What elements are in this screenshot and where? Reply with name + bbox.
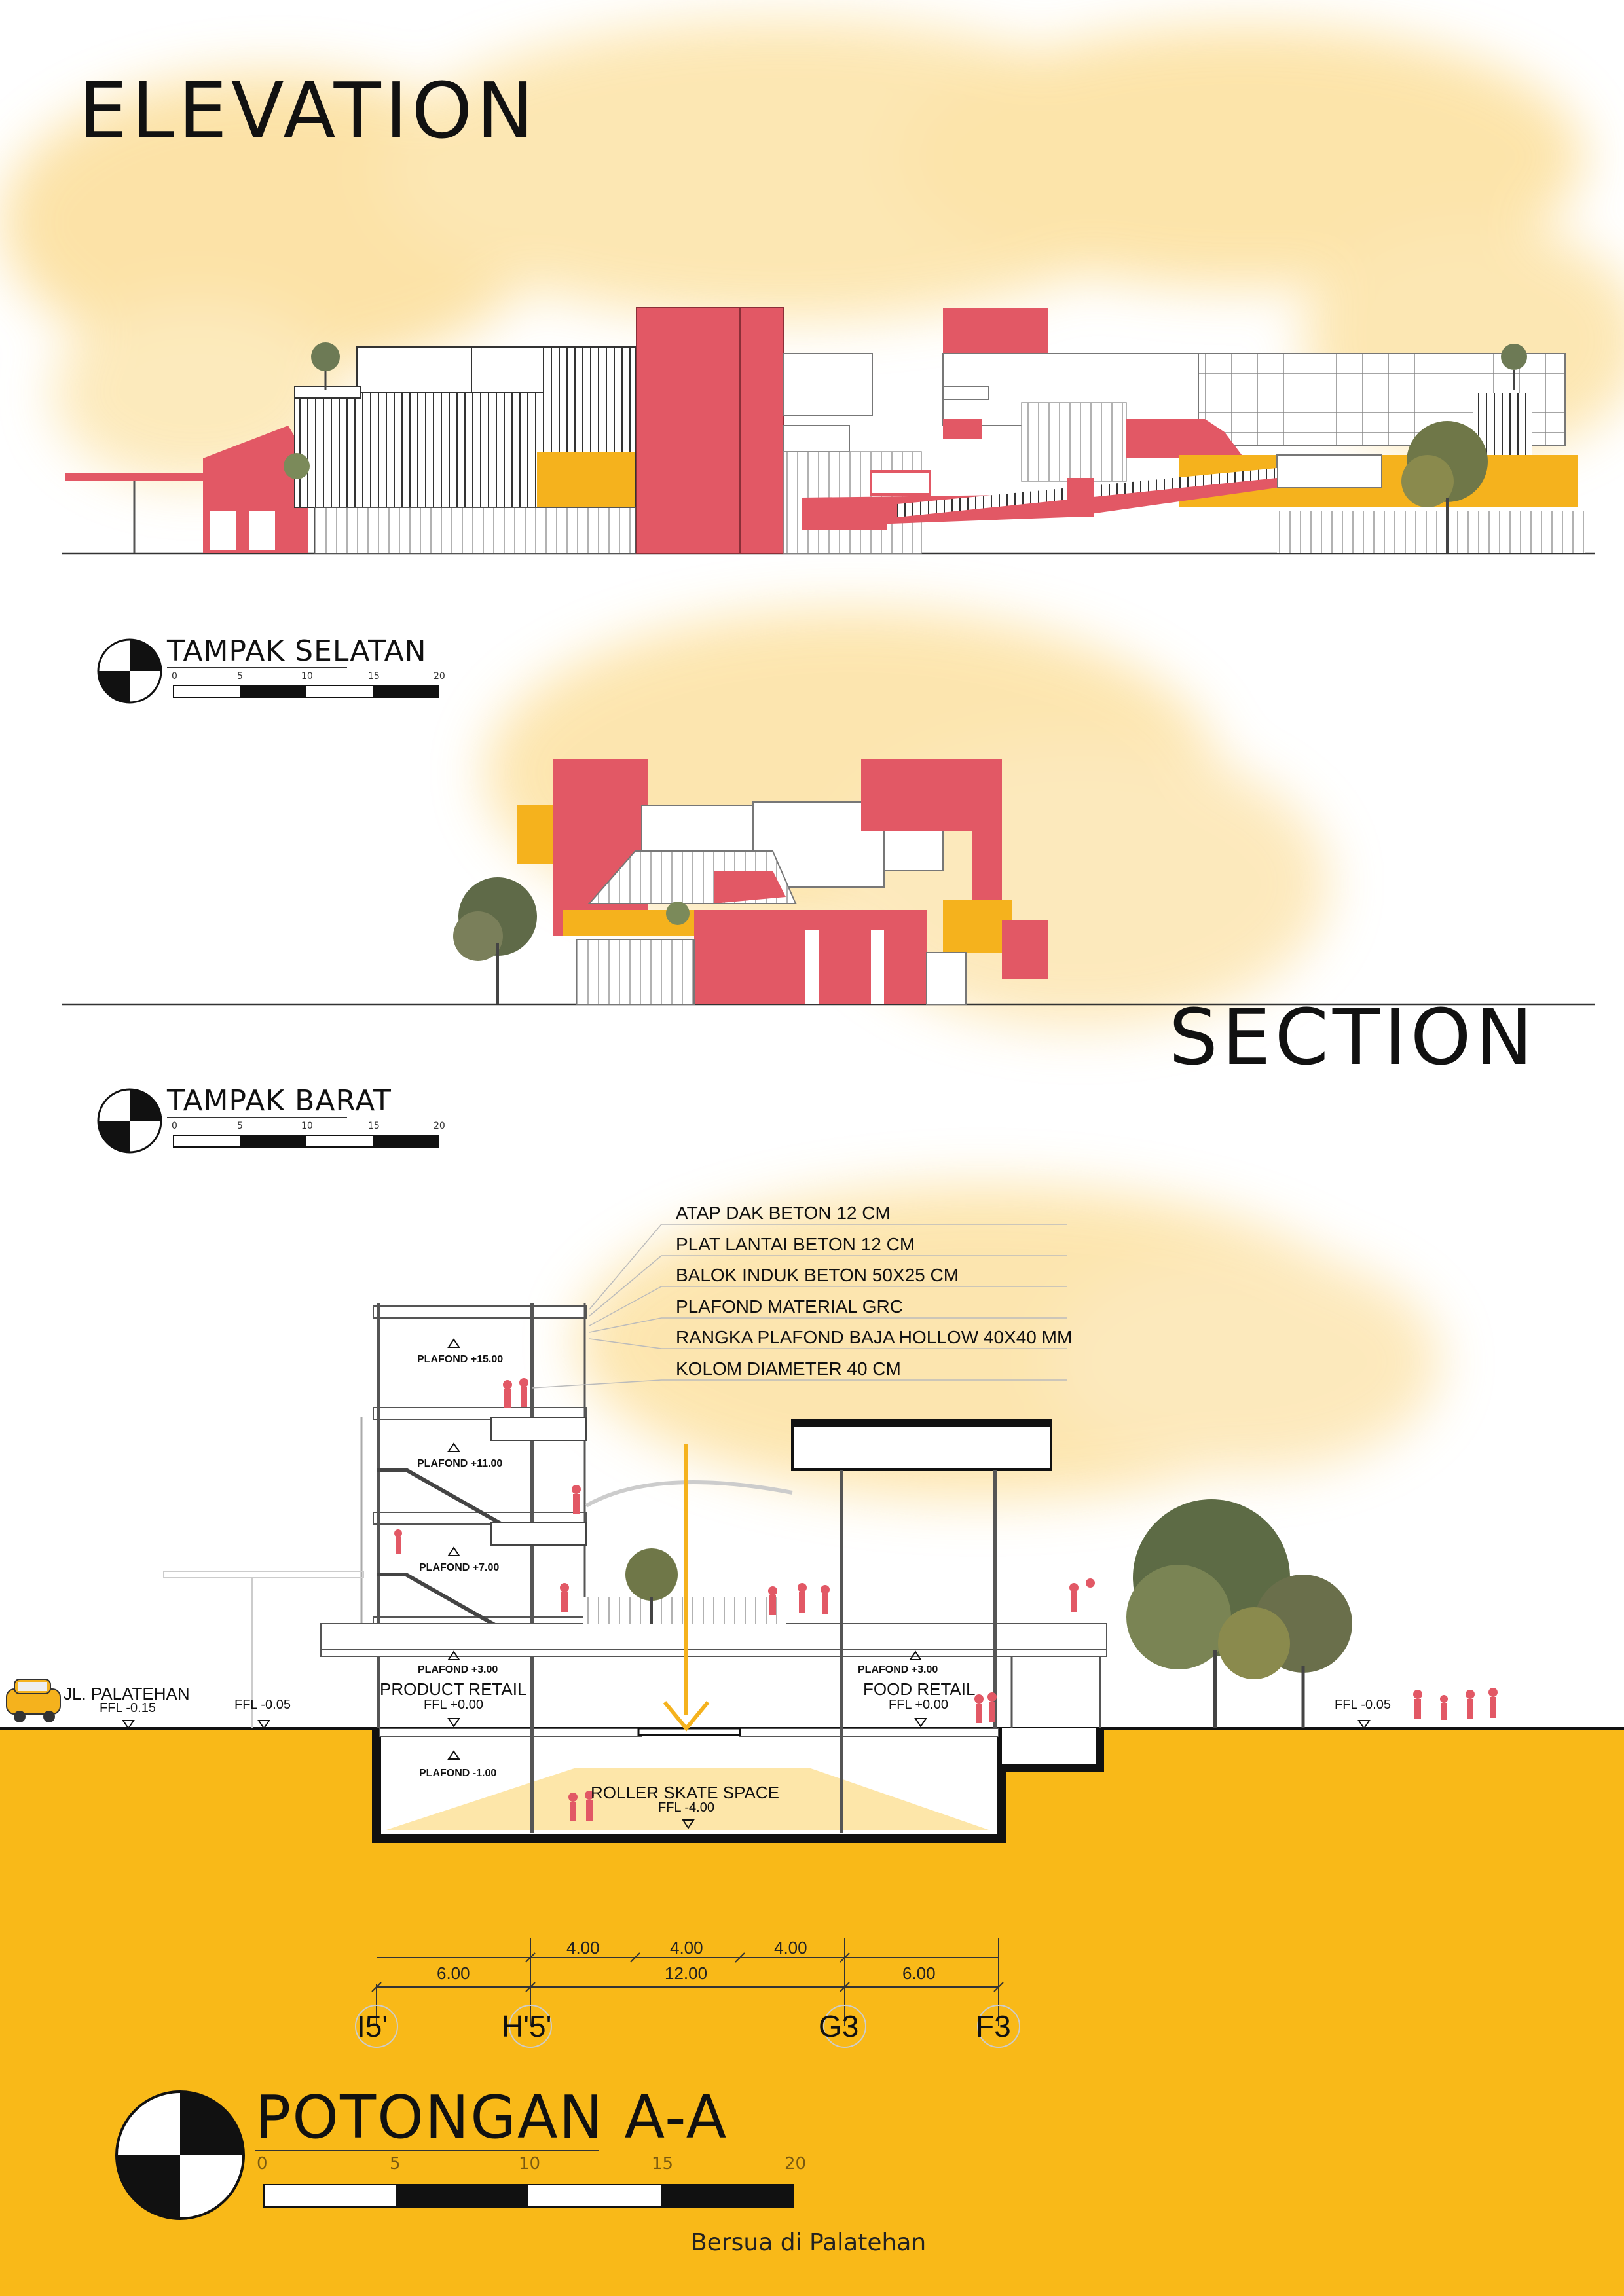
floor-level: FFL -0.05	[234, 1698, 291, 1712]
dimension-label: 4.00	[670, 1938, 703, 1958]
scale-bar-section	[115, 2090, 794, 2220]
room-label: ROLLER SKATE SPACE	[591, 1783, 780, 1802]
material-note: KOLOM DIAMETER 40 CM	[676, 1358, 901, 1379]
dimension-label: 4.00	[566, 1938, 600, 1958]
material-note: RANGKA PLAFOND BAJA HOLLOW 40X40 MM	[676, 1327, 1073, 1347]
grid-axis-label: G3	[819, 2009, 859, 2043]
west-elevation	[62, 759, 1595, 1006]
scale-label: 0	[172, 671, 177, 682]
dimension-lines	[355, 1938, 1020, 2048]
west-elevation-title: TAMPAK BARAT	[167, 1084, 392, 1118]
scale-label: 10	[301, 1121, 313, 1131]
grid-axis-label: I5'	[357, 2009, 388, 2043]
dimension-label: 6.00	[437, 1963, 470, 1983]
scale-label: 20	[434, 671, 445, 682]
floor-level: FFL -0.15	[100, 1701, 156, 1715]
floor-level: FFL -4.00	[658, 1800, 714, 1815]
haze-cloud-top	[0, 20, 1624, 484]
level-label: PLAFOND -1.00	[419, 1768, 497, 1779]
level-label: PLAFOND +7.00	[419, 1562, 500, 1573]
car-icon	[6, 1679, 61, 1722]
elevation-heading: ELEVATION	[79, 65, 538, 156]
south-elevation-title: TAMPAK SELATAN	[167, 634, 427, 668]
scale-label: 15	[368, 671, 380, 682]
street-label: JL. PALATEHAN	[64, 1684, 190, 1704]
footer-caption: Bersua di Palatehan	[691, 2229, 927, 2256]
floor-level: FFL -0.05	[1335, 1698, 1391, 1712]
material-note: PLAFOND MATERIAL GRC	[676, 1296, 903, 1317]
material-note: PLAT LANTAI BETON 12 CM	[676, 1234, 915, 1254]
floor-level: FFL +0.00	[424, 1698, 483, 1712]
level-label: PLAFOND +15.00	[417, 1354, 504, 1365]
scale-bar-south	[97, 638, 439, 704]
section-drawing	[6, 1224, 1498, 1843]
dimension-label: 12.00	[665, 1963, 708, 1983]
scale-label: 15	[652, 2154, 674, 2174]
scale-label: 20	[434, 1121, 445, 1131]
level-label: PLAFOND +11.00	[417, 1458, 503, 1469]
material-note: BALOK INDUK BETON 50X25 CM	[676, 1265, 959, 1285]
scale-bar-west	[97, 1088, 439, 1154]
level-label: PLAFOND +3.00	[418, 1664, 498, 1675]
scale-label: 5	[390, 2154, 401, 2174]
floor-level: FFL +0.00	[889, 1698, 948, 1712]
room-label: FOOD RETAIL	[863, 1679, 976, 1699]
level-label: PLAFOND +3.00	[858, 1664, 938, 1675]
section-heading: SECTION	[1169, 992, 1537, 1082]
grid-axis-label: H'5'	[502, 2009, 552, 2043]
scale-label: 10	[519, 2154, 541, 2174]
scale-label: 5	[237, 671, 243, 682]
scale-label: 15	[368, 1121, 380, 1131]
dimension-label: 4.00	[774, 1938, 807, 1958]
room-label: PRODUCT RETAIL	[380, 1679, 527, 1699]
scale-label: 5	[237, 1121, 243, 1131]
scale-label: 0	[172, 1121, 177, 1131]
haze-cloud-section	[576, 1185, 1441, 1499]
material-note: ATAP DAK BETON 12 CM	[676, 1203, 891, 1223]
section-aa-title: POTONGAN A-A	[255, 2083, 728, 2152]
south-elevation	[62, 307, 1595, 555]
dimension-label: 6.00	[902, 1963, 936, 1983]
scale-label: 10	[301, 671, 313, 682]
scale-label: 0	[257, 2154, 268, 2174]
grid-axis-label: F3	[976, 2009, 1011, 2043]
scale-label: 20	[784, 2154, 807, 2174]
